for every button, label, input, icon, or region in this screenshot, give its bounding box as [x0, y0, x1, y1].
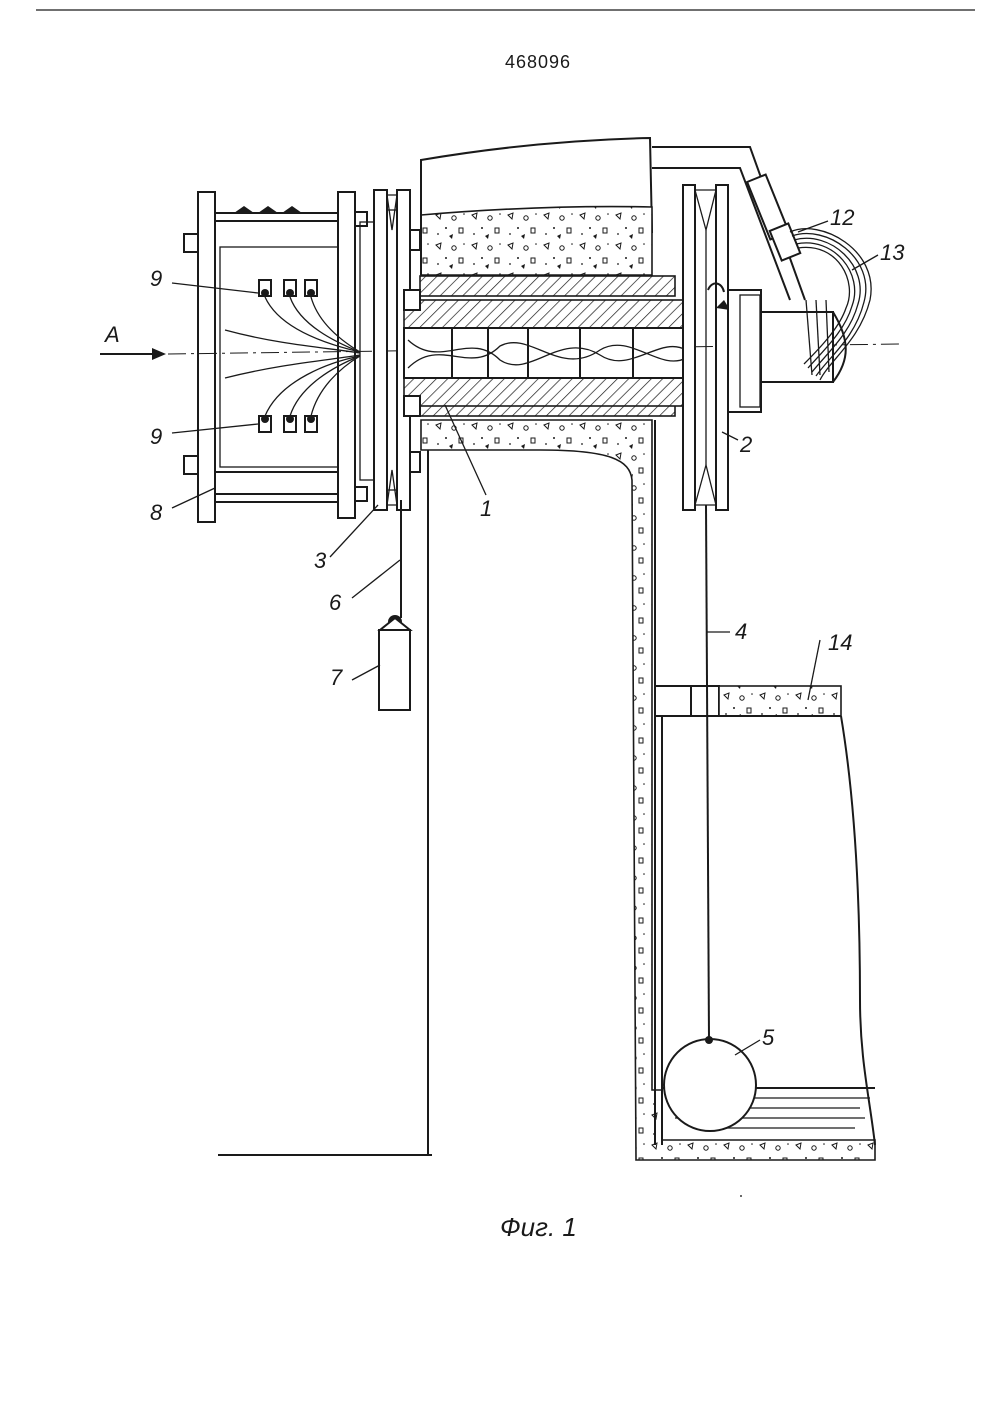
callout-9-bottom: 9: [150, 424, 162, 450]
patent-number: 468096: [505, 52, 571, 73]
view-arrow-a: [100, 348, 166, 360]
callout-1: 1: [480, 496, 492, 522]
callout-6: 6: [329, 590, 341, 616]
callout-14: 14: [828, 630, 852, 656]
callout-12: 12: [830, 205, 854, 231]
view-label-a: A: [105, 322, 120, 348]
callout-13: 13: [880, 240, 904, 266]
concrete-well-wall: [421, 420, 875, 1160]
callout-4: 4: [735, 619, 747, 645]
shaft-assembly-1: [404, 276, 686, 416]
concrete-block-top: [421, 138, 652, 275]
callout-2: 2: [740, 432, 752, 458]
housing-8: [184, 192, 367, 522]
callout-7: 7: [330, 665, 342, 691]
cable-6-weight-7: [379, 500, 410, 710]
callout-5: 5: [762, 1025, 774, 1051]
callout-9-top: 9: [150, 266, 162, 292]
figure-caption: Фиг. 1: [500, 1212, 577, 1243]
cable-4-float-5: [664, 505, 756, 1131]
callout-8: 8: [150, 500, 162, 526]
pulley-2: [683, 185, 730, 510]
callout-3: 3: [314, 548, 326, 574]
